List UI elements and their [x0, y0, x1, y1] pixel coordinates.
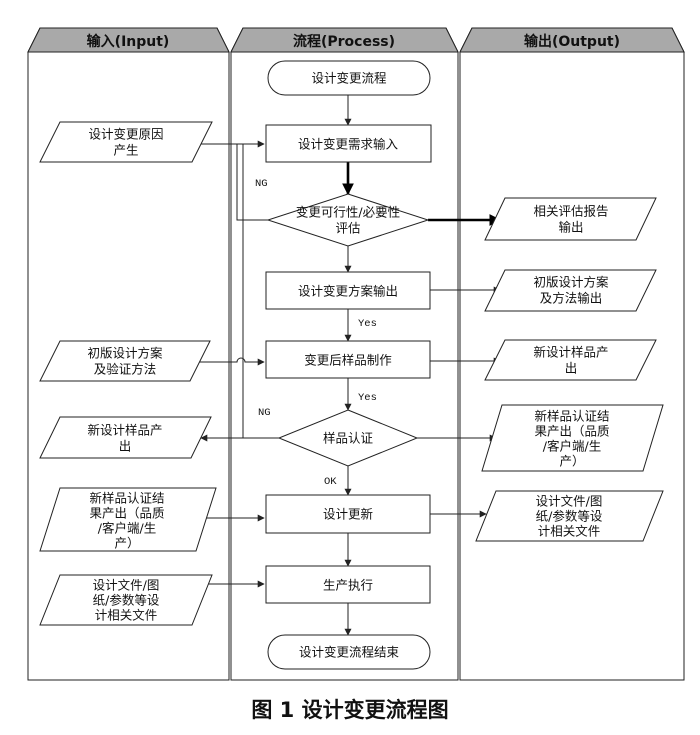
node-demand-input[interactable]: 设计变更需求输入 — [265, 124, 432, 163]
node-plan-output[interactable]: 设计变更方案输出 — [265, 271, 431, 310]
connectors — [190, 95, 502, 636]
output-new-sample-line1: 新设计样品产 — [533, 345, 608, 360]
input-cert-result-line3: /客户端/生 — [98, 521, 156, 536]
data-parallelogram — [39, 340, 211, 382]
node-feasibility-label-line2: 评估 — [335, 221, 360, 236]
output-design-files-line1: 设计文件/图 — [536, 494, 603, 509]
node-design-update-label: 设计更新 — [323, 507, 373, 522]
node-plan-output-label: 设计变更方案输出 — [298, 284, 398, 299]
output-first-plan-line1: 初版设计方案 — [533, 275, 609, 290]
output-first-plan[interactable]: 初版设计方案 及方法输出 — [484, 269, 657, 312]
input-first-plan[interactable]: 初版设计方案 及验证方法 — [39, 340, 211, 382]
terminator-shape — [267, 634, 431, 670]
edge-label-yes-sample: Yes — [358, 392, 377, 404]
input-design-files-line2: 纸/参数等设 — [93, 593, 160, 608]
node-end-label: 设计变更流程结束 — [299, 645, 400, 660]
lane-process-title: 流程(Process) — [293, 33, 395, 50]
terminator-shape — [267, 60, 431, 96]
output-cert-result-line4: 产） — [559, 454, 584, 469]
data-parallelogram — [39, 487, 217, 552]
node-sample-make[interactable]: 变更后样品制作 — [265, 340, 431, 379]
edge-labels: NG Yes Yes NG OK — [255, 178, 377, 488]
data-parallelogram — [484, 197, 657, 241]
process-nodes: 设计变更流程 设计变更需求输入 变更可行性/必要性 评估 设计变更方案输出 变更… — [265, 60, 432, 670]
output-new-sample-line2: 出 — [565, 361, 578, 376]
process-box — [265, 271, 431, 310]
lane-output-header — [459, 27, 685, 53]
process-box — [265, 340, 431, 379]
input-first-plan-line2: 及验证方法 — [94, 362, 157, 377]
input-change-reason[interactable]: 设计变更原因 产生 — [39, 121, 213, 163]
output-nodes: 相关评估报告 输出 初版设计方案 及方法输出 新设计样品产 出 新样品认证结 果… — [475, 197, 664, 542]
data-parallelogram — [475, 490, 664, 542]
edge-label-yes-plan: Yes — [358, 318, 377, 330]
node-sample-cert[interactable]: 样品认证 — [277, 409, 419, 467]
data-parallelogram — [484, 269, 657, 312]
input-cert-result-line1: 新样品认证结 — [89, 491, 164, 506]
process-box — [265, 565, 431, 604]
lane-output-title: 输出(Output) — [524, 33, 620, 50]
node-start-label: 设计变更流程 — [311, 71, 387, 86]
node-production-label: 生产执行 — [323, 578, 373, 593]
output-eval-report[interactable]: 相关评估报告 输出 — [484, 197, 657, 241]
input-first-plan-line1: 初版设计方案 — [87, 346, 163, 361]
node-sample-make-label: 变更后样品制作 — [304, 353, 392, 368]
node-end[interactable]: 设计变更流程结束 — [267, 634, 431, 670]
data-parallelogram — [39, 121, 213, 163]
data-parallelogram — [484, 339, 657, 381]
input-design-files-line3: 计相关文件 — [95, 608, 158, 623]
input-new-sample-line1: 新设计样品产 — [87, 423, 162, 438]
decision-shape — [266, 193, 430, 247]
node-feasibility[interactable]: 变更可行性/必要性 评估 — [266, 193, 430, 247]
node-feasibility-label-line1: 变更可行性/必要性 — [296, 205, 400, 220]
output-design-files-line2: 纸/参数等设 — [536, 509, 603, 524]
edge-firstplan-to-sample — [190, 357, 265, 366]
input-new-sample[interactable]: 新设计样品产 出 — [39, 416, 212, 459]
data-parallelogram — [39, 416, 212, 459]
output-new-sample[interactable]: 新设计样品产 出 — [484, 339, 657, 381]
output-cert-result[interactable]: 新样品认证结 果产出（品质 /客户端/生 产） — [481, 404, 664, 472]
output-first-plan-line2: 及方法输出 — [540, 291, 603, 306]
node-production[interactable]: 生产执行 — [265, 565, 431, 604]
node-design-update[interactable]: 设计更新 — [265, 494, 431, 534]
input-design-files-line1: 设计文件/图 — [93, 578, 160, 593]
input-nodes: 设计变更原因 产生 初版设计方案 及验证方法 新设计样品产 出 新样品认证结 果… — [39, 121, 217, 626]
input-cert-result[interactable]: 新样品认证结 果产出（品质 /客户端/生 产） — [39, 487, 217, 552]
decision-shape — [277, 409, 419, 467]
data-parallelogram — [481, 404, 664, 472]
node-demand-input-label: 设计变更需求输入 — [298, 137, 399, 152]
output-eval-report-line2: 输出 — [558, 220, 583, 235]
output-eval-report-line1: 相关评估报告 — [533, 204, 608, 219]
input-change-reason-line2: 产生 — [113, 143, 138, 158]
node-sample-cert-label: 样品认证 — [323, 431, 374, 446]
edge-feasibility-ng — [236, 144, 268, 221]
output-design-files-line3: 计相关文件 — [538, 524, 601, 539]
output-cert-result-line2: 果产出（品质 — [534, 424, 609, 439]
data-parallelogram — [39, 574, 213, 626]
output-design-files[interactable]: 设计文件/图 纸/参数等设 计相关文件 — [475, 490, 664, 542]
lane-input-title: 输入(Input) — [87, 33, 170, 50]
output-cert-result-line1: 新样品认证结 — [534, 409, 609, 424]
process-box — [265, 494, 431, 534]
lane-process-header — [230, 27, 459, 53]
edge-label-ok: OK — [324, 476, 337, 488]
input-design-files[interactable]: 设计文件/图 纸/参数等设 计相关文件 — [39, 574, 213, 626]
input-cert-result-line2: 果产出（品质 — [89, 506, 164, 521]
edge-label-ng-cert: NG — [258, 407, 271, 419]
edge-label-ng-feasibility: NG — [255, 178, 268, 190]
input-new-sample-line2: 出 — [119, 439, 132, 454]
output-cert-result-line3: /客户端/生 — [543, 439, 601, 454]
figure-caption: 图 1 设计变更流程图 — [251, 698, 448, 722]
input-cert-result-line4: 产） — [114, 536, 139, 551]
process-box — [265, 124, 432, 163]
input-change-reason-line1: 设计变更原因 — [88, 127, 163, 142]
lane-input-header — [27, 27, 230, 53]
node-start[interactable]: 设计变更流程 — [267, 60, 431, 96]
